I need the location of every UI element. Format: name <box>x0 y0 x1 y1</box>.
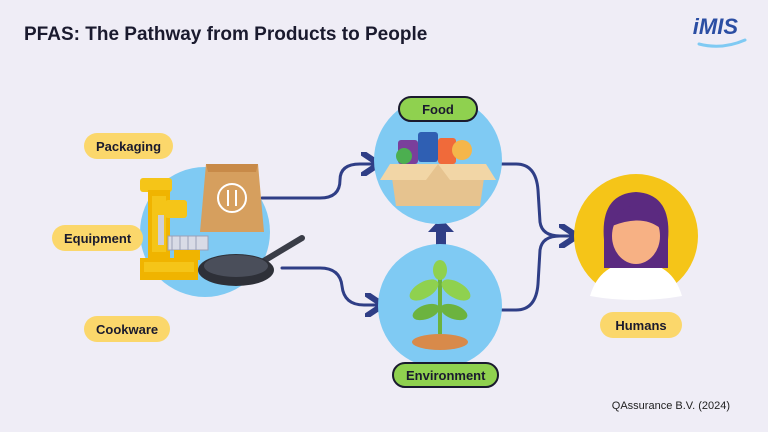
plant-sprout-icon <box>409 260 471 350</box>
arrow-food-to-humans <box>498 162 574 236</box>
logo-text: iMIS <box>692 14 738 39</box>
label-environment: Environment <box>392 362 500 388</box>
paper-bag-icon <box>200 164 264 232</box>
arrow-products-to-food <box>260 164 376 200</box>
imis-logo: iMIS <box>692 14 747 48</box>
food-box-icon <box>380 132 496 206</box>
label-cookware: Cookware <box>84 316 171 342</box>
label-equipment: Equipment <box>52 225 144 251</box>
label-humans: Humans <box>600 312 682 338</box>
equipment-machine-icon <box>140 178 209 280</box>
logo-swoosh-icon <box>697 38 747 48</box>
credit-text: QAssurance B.V. (2024) <box>611 400 730 412</box>
connector-arrows <box>260 162 574 312</box>
page-title: PFAS: The Pathway from Products to Peopl… <box>24 24 428 45</box>
arrow-products-to-environment <box>280 266 380 305</box>
person-avatar-icon <box>590 192 682 300</box>
frying-pan-icon <box>198 235 305 286</box>
arrow-environment-to-humans <box>500 234 562 312</box>
label-food: Food <box>398 96 478 122</box>
label-packaging: Packaging <box>84 133 174 159</box>
